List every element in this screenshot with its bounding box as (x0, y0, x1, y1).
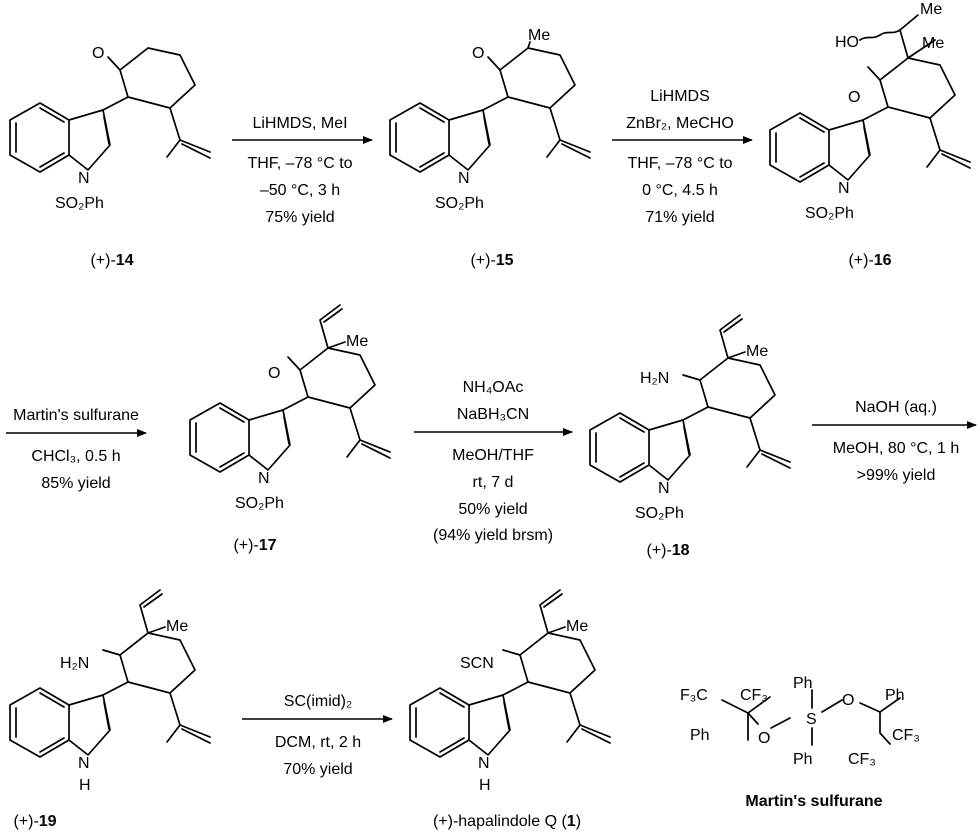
martins-sulfurane-structure: F₃C CF₃ Ph O Ph S Ph O Ph CF₃ CF₃ Martin… (680, 675, 920, 810)
atom-SO2Ph: SO₂Ph (805, 205, 854, 222)
compound-15: O Me N SO₂Ph (+)-15 (389, 27, 591, 269)
condition-text: LiHMDS (650, 88, 710, 105)
condition-text: NaBH₃CN (457, 406, 529, 423)
condition-text: NH₄OAc (463, 379, 524, 396)
compound-label-16: (+)-16 (848, 252, 891, 269)
atom-N: N (458, 170, 470, 187)
atom-S: S (806, 711, 817, 728)
atom-H2N: H₂N (60, 655, 89, 672)
compound-18: H₂N Me N SO₂Ph (+)-18 (589, 314, 791, 559)
atom-Ph: Ph (690, 727, 710, 744)
step-3: Martin's sulfurane CHCl₃, 0.5 h 85% yiel… (6, 407, 147, 492)
atom-N: N (838, 180, 850, 197)
step-6: SC(imid)₂ DCM, rt, 2 h 70% yield (242, 693, 393, 778)
atom-CF3: CF₃ (740, 687, 768, 704)
atom-Ph: Ph (885, 687, 905, 704)
atom-N: N (78, 755, 90, 772)
step-2: LiHMDS ZnBr₂, MeCHO THF, –78 °C to 0 °C,… (612, 88, 753, 226)
atom-O: O (842, 692, 854, 709)
condition-text: THF, –78 °C to (247, 155, 352, 172)
atom-SO2Ph: SO₂Ph (435, 195, 484, 212)
atom-O: O (758, 730, 770, 747)
atom-H: H (479, 777, 491, 794)
compound-16: O HO Me Me N SO₂Ph (+)-16 (769, 1, 971, 269)
atom-N: N (78, 170, 90, 187)
condition-text: 0 °C, 4.5 h (642, 182, 718, 199)
atom-SO2Ph: SO₂Ph (235, 495, 284, 512)
compound-17: O Me N SO₂Ph (+)-17 (189, 304, 391, 554)
atom-Ph: Ph (793, 675, 813, 692)
atom-Me: Me (566, 618, 588, 635)
condition-text: MeOH, 80 °C, 1 h (833, 440, 959, 457)
atom-SCN: SCN (460, 655, 494, 672)
condition-text: 85% yield (41, 475, 110, 492)
compound-1: SCN Me N H (+)-hapalindole Q (1) (409, 589, 611, 830)
compound-label-14: (+)-14 (90, 252, 133, 269)
condition-text: DCM, rt, 2 h (275, 734, 361, 751)
condition-text: rt, 7 d (473, 474, 514, 491)
compound-label-1: (+)-hapalindole Q (1) (433, 813, 581, 830)
atom-Me: Me (922, 35, 944, 52)
condition-text: LiHMDS, MeI (252, 115, 347, 132)
atom-O: O (92, 45, 104, 62)
atom-Ph: Ph (793, 751, 813, 768)
atom-Me: Me (346, 333, 368, 350)
step-4: NH₄OAc NaBH₃CN MeOH/THF rt, 7 d 50% yiel… (414, 379, 573, 544)
compound-19: H₂N Me N H (+)-19 (9, 589, 211, 830)
condition-text: CHCl₃, 0.5 h (31, 448, 120, 465)
reagent-label: Martin's sulfurane (745, 793, 882, 810)
step-1: LiHMDS, MeI THF, –78 °C to –50 °C, 3 h 7… (232, 115, 373, 226)
atom-SO2Ph: SO₂Ph (55, 195, 104, 212)
compound-14: O N SO₂Ph (+)-14 (9, 45, 211, 269)
condition-text: ZnBr₂, MeCHO (626, 115, 734, 132)
atom-SO2Ph: SO₂Ph (635, 505, 684, 522)
atom-Me: Me (920, 1, 942, 18)
condition-text: THF, –78 °C to (627, 155, 732, 172)
condition-text: NaOH (aq.) (855, 399, 937, 416)
condition-text: (94% yield brsm) (433, 527, 553, 544)
atom-O: O (472, 45, 484, 62)
atom-Me: Me (166, 618, 188, 635)
atom-H2N: H₂N (640, 370, 669, 387)
condition-text: 71% yield (645, 209, 714, 226)
atom-O: O (848, 89, 860, 106)
atom-CF3: CF₃ (892, 727, 920, 744)
compound-label-17: (+)-17 (233, 537, 276, 554)
atom-HO: HO (835, 34, 859, 51)
condition-text: SC(imid)₂ (284, 693, 352, 710)
compound-label-19: (+)-19 (13, 813, 56, 830)
condition-text: 50% yield (458, 501, 527, 518)
atom-N: N (258, 470, 270, 487)
atom-N: N (478, 755, 490, 772)
condition-text: MeOH/THF (452, 447, 534, 464)
condition-text: 70% yield (283, 761, 352, 778)
compound-label-18: (+)-18 (646, 542, 689, 559)
atom-CF3: CF₃ (848, 751, 876, 768)
condition-text: 75% yield (265, 209, 334, 226)
condition-text: Martin's sulfurane (13, 407, 139, 424)
atom-Me: Me (746, 343, 768, 360)
atom-F3C: F₃C (680, 687, 708, 704)
compound-label-15: (+)-15 (470, 252, 513, 269)
step-5: NaOH (aq.) MeOH, 80 °C, 1 h >99% yield (812, 399, 977, 484)
condition-text: >99% yield (857, 467, 936, 484)
condition-text: –50 °C, 3 h (260, 182, 340, 199)
atom-N: N (658, 480, 670, 497)
atom-H: H (79, 777, 91, 794)
atom-O: O (268, 365, 280, 382)
atom-Me: Me (528, 27, 550, 44)
